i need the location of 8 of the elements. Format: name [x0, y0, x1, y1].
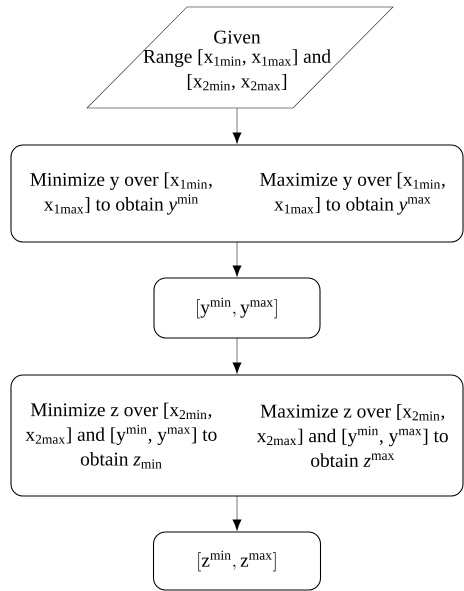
process-box: $[\mathrm{z}^{\mathrm{min}}, \mathrm{z}^{\mathrm{max}}]$ — [152, 531, 322, 591]
process-box: $[\mathrm{y}^{\mathrm{min}}, \mathrm{y}^{\mathrm{max}}]$ — [153, 277, 321, 339]
arrow — [232, 496, 242, 531]
process-box: Minimize y over [x$_{1min}$, x$_{1max}$] to obtain y$^{min}$ Maximize y over [x$_{1min}$, x$_{1max}$] to obtain y$^{max}$ — [10, 144, 464, 243]
arrow — [232, 242, 242, 277]
arrow — [232, 338, 242, 374]
arrow — [232, 108, 242, 144]
process-box: Minimize z over [x$_{2min}$, x$_{2max}$] and [y$^{min}$, y$^{max}$] to obtain z$_{min}$ Maximize z over [x$_{2min}$, x$_{2max}$] and [y$^{min}$, y$^{max}$] to obtain z$^{max}$ — [10, 374, 464, 497]
